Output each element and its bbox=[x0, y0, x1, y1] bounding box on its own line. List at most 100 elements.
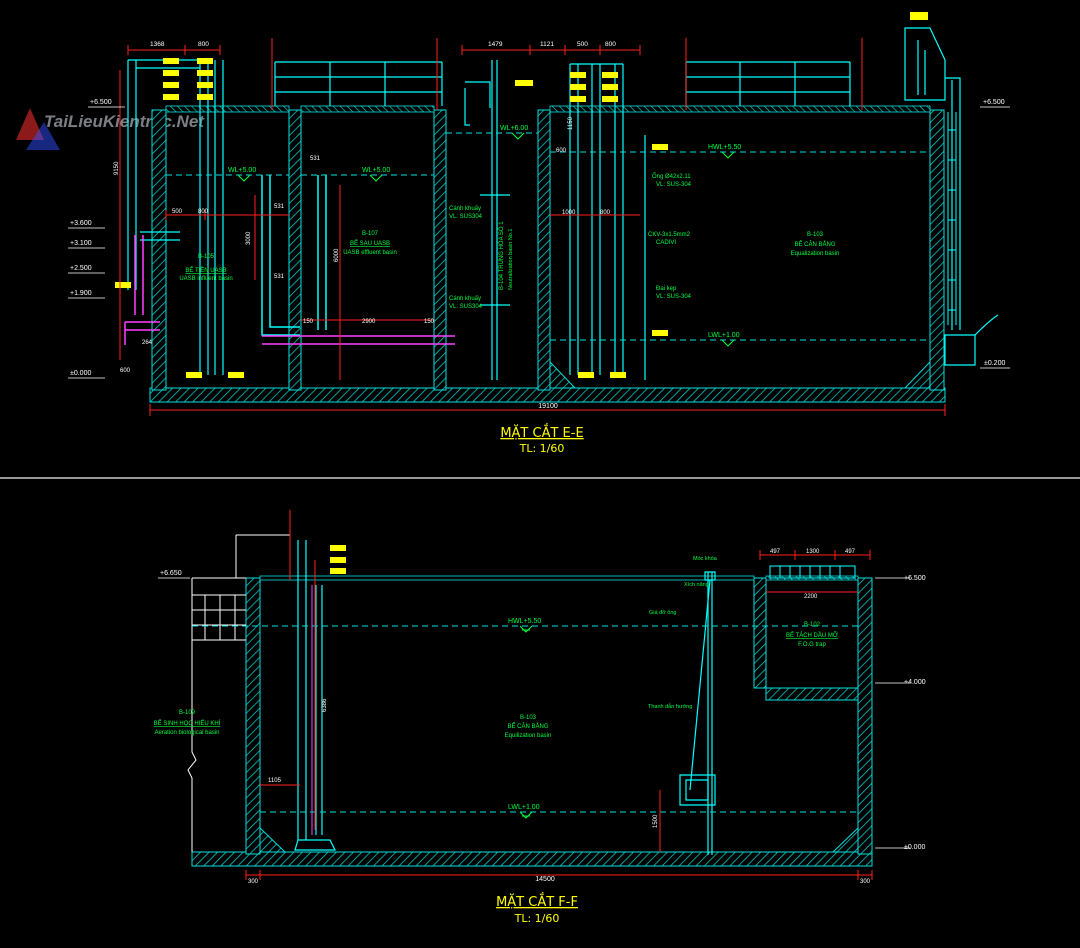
ee-dim-d2: 800 bbox=[198, 41, 209, 48]
ff-fillet-left bbox=[259, 826, 287, 853]
ff-hoist bbox=[679, 571, 716, 855]
ff-level-top-right: +6.500 bbox=[904, 575, 926, 582]
ff-level-mid-right: +4.000 bbox=[904, 679, 926, 686]
ff-b109-code: B-109 bbox=[179, 710, 196, 716]
ee-b103-vn: BỂ CÂN BẰNG bbox=[794, 240, 835, 248]
ff-dim-top1: 497 bbox=[770, 549, 781, 555]
ee-dim-d5: 500 bbox=[577, 41, 588, 48]
section-ff: +6.650 +6.500 +4.000 ±0.000 HWL+5.50 LWL… bbox=[154, 510, 926, 925]
ee-b105-en: UASB influent basin bbox=[179, 276, 232, 282]
ee-dim-h5: 531 bbox=[274, 274, 285, 280]
ee-note-clamp-mat: VL: SUS-304 bbox=[656, 294, 692, 300]
ff-b109-en: Aeration biological basin bbox=[154, 730, 219, 736]
ee-note-cable-type: CADIVI bbox=[656, 240, 676, 246]
ee-top-slab-2 bbox=[300, 105, 435, 113]
ee-note-pipe: Ống Ø42x2.11 bbox=[652, 173, 691, 180]
ee-dim-h2: 800 bbox=[198, 209, 209, 215]
ee-level-bottom-left: ±0.000 bbox=[70, 370, 91, 377]
ff-overall-length: 14500 bbox=[535, 876, 555, 883]
ff-wall-right bbox=[857, 577, 873, 855]
ff-scale: TL: 1/60 bbox=[514, 912, 560, 925]
ee-dim-h1: 500 bbox=[172, 209, 183, 215]
ee-dim-d3: 1479 bbox=[488, 41, 503, 48]
ee-level-l4: +1.900 bbox=[70, 290, 92, 297]
ff-dim-v2: 1500 bbox=[653, 814, 659, 828]
ee-mixer-b104 bbox=[464, 60, 510, 380]
ee-pipes-b107 bbox=[261, 175, 327, 336]
ee-note-blade2: Cánh khuấy bbox=[449, 296, 481, 302]
ff-end-dim-left: 300 bbox=[248, 879, 259, 885]
ff-b102-en: F.O.G trap bbox=[798, 642, 826, 648]
ff-dimension-lines bbox=[245, 510, 873, 880]
ee-wall-b104-b103 bbox=[537, 109, 551, 391]
ff-wall-b102 bbox=[753, 577, 767, 689]
ee-dim-h13: 264 bbox=[142, 340, 153, 346]
ff-wl-markers bbox=[519, 625, 533, 819]
ee-note-blade2-mat: VL: SUS304 bbox=[449, 304, 483, 310]
ff-wl-high: HWL+5.50 bbox=[508, 618, 541, 625]
ee-top-slab-3 bbox=[549, 105, 931, 113]
ee-dim-h14: 600 bbox=[120, 368, 131, 374]
ee-dim-h3: 531 bbox=[310, 156, 321, 162]
ee-overall-length: 19100 bbox=[538, 403, 558, 410]
ee-pipes-b105 bbox=[127, 59, 224, 375]
ee-b104-en: Neutralization basin No.1 bbox=[508, 229, 514, 290]
ff-b109-vn: BỂ SINH HỌC HIẾU KHÍ bbox=[154, 720, 221, 727]
ff-wall-left bbox=[245, 577, 261, 855]
ee-level-top-left: +6.500 bbox=[90, 99, 112, 106]
ff-note-n3: Giá đỡ ống bbox=[649, 610, 676, 616]
ee-fillet-left bbox=[549, 360, 577, 389]
ee-wl-b103-low: LWL+1.00 bbox=[708, 332, 740, 339]
ee-dim-d1: 1368 bbox=[150, 41, 165, 48]
ee-tags bbox=[115, 12, 928, 378]
ee-note-clamp: Đai kẹp bbox=[656, 286, 677, 292]
ee-note-blade1-mat: VL: SUS304 bbox=[449, 214, 483, 220]
ee-pipes-b103 bbox=[569, 63, 646, 380]
ff-dim-inner: 2200 bbox=[804, 594, 818, 600]
ee-level-l1: +3.600 bbox=[70, 220, 92, 227]
ee-dim-h6: 2900 bbox=[362, 319, 376, 325]
ee-water-lines bbox=[166, 132, 930, 341]
svg-text:TaiLieuKientruc.Net: TaiLieuKientruc.Net bbox=[44, 112, 205, 131]
ee-b105-code: B-105 bbox=[198, 254, 215, 260]
ee-dim-h11: 600 bbox=[556, 148, 567, 154]
ff-fillet-right bbox=[831, 826, 859, 853]
ee-wall-left bbox=[151, 109, 167, 391]
ee-dim-v3: 6000 bbox=[334, 248, 340, 262]
ee-dim-v2: 3000 bbox=[246, 231, 252, 245]
ee-b107-vn: BỂ SAU UASB bbox=[350, 240, 390, 247]
ee-wl-b107: WL+5.00 bbox=[362, 167, 390, 174]
ee-wl-b103-high: HWL+5.50 bbox=[708, 144, 741, 151]
section-ee: +6.500 +6.500 +3.600 +3.100 +2.500 +1.90… bbox=[68, 12, 1010, 455]
ee-top-slab-1 bbox=[165, 105, 290, 113]
ee-wall-b107-b104 bbox=[433, 109, 447, 391]
ee-level-ticks bbox=[68, 106, 1010, 379]
ee-dim-d6: 800 bbox=[605, 41, 616, 48]
ee-dim-d4: 1121 bbox=[540, 41, 554, 48]
ee-b107-code: B-107 bbox=[362, 231, 379, 237]
ff-pump-riser bbox=[294, 540, 336, 851]
ee-dim-h10: 800 bbox=[600, 210, 611, 216]
ee-dim-h12: 1150 bbox=[568, 116, 574, 130]
ff-end-dim-right: 300 bbox=[860, 879, 871, 885]
ee-b105-vn: BỂ TIỀN UASB bbox=[185, 267, 226, 274]
ee-scale: TL: 1/60 bbox=[519, 442, 565, 455]
ee-b104-code: B-104 TRUNG HÒA SỐ 1 bbox=[498, 221, 505, 290]
ee-note-blade1: Cánh khuấy bbox=[449, 206, 481, 212]
ee-dim-h9: 1000 bbox=[562, 210, 576, 216]
ff-note-n1: Móc khóa bbox=[693, 556, 718, 562]
ff-slab-b102 bbox=[765, 687, 859, 701]
ff-note-n4: Thanh dẫn hướng bbox=[648, 703, 692, 710]
ff-note-n2: Xích nâng bbox=[684, 582, 709, 588]
ee-b103-code: B-103 bbox=[807, 232, 824, 238]
ee-level-l3: +2.500 bbox=[70, 265, 92, 272]
ff-dim-v1: 6386 bbox=[322, 698, 328, 712]
ff-dim-top2: 1300 bbox=[806, 549, 820, 555]
ee-wl-b105: WL+5.00 bbox=[228, 167, 256, 174]
ff-wl-low: LWL+1.00 bbox=[508, 804, 540, 811]
ff-b102-grating bbox=[769, 565, 856, 579]
ff-b103-en: Equilization basin bbox=[505, 733, 552, 739]
ee-fillet-right bbox=[903, 360, 931, 389]
ee-title: MẶT CẮT E-E bbox=[500, 424, 583, 441]
ee-wall-b105-b107 bbox=[288, 109, 302, 391]
